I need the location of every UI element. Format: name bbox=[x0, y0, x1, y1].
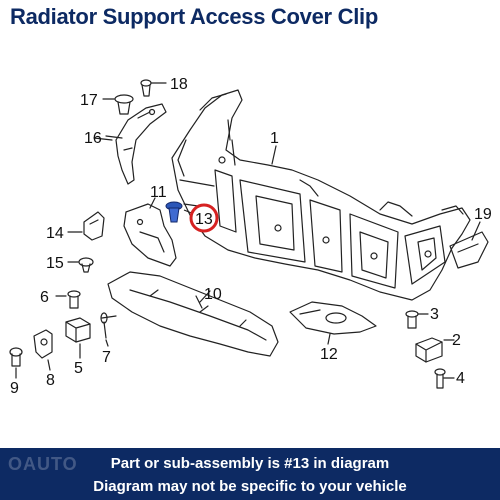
callout-6: 6 bbox=[40, 289, 49, 306]
bolt-6 bbox=[55, 290, 81, 309]
lower-deflector bbox=[289, 301, 377, 345]
callout-2: 2 bbox=[452, 332, 461, 349]
footer-line-2: Diagram may not be specific to your vehi… bbox=[93, 478, 407, 495]
block-nut-5 bbox=[65, 317, 91, 359]
callout-14: 14 bbox=[46, 225, 64, 242]
callout-3: 3 bbox=[430, 306, 439, 323]
callout-13: 13 bbox=[195, 211, 213, 228]
callout-19: 19 bbox=[474, 206, 492, 223]
nut-bracket-2 bbox=[415, 337, 455, 363]
push-pin-17 bbox=[102, 94, 134, 115]
footer-banner: OAUTO Part or sub-assembly is #13 in dia… bbox=[0, 448, 500, 500]
callout-15: 15 bbox=[46, 255, 64, 272]
callout-5: 5 bbox=[74, 360, 83, 377]
callout-4: 4 bbox=[456, 370, 465, 387]
bolt-9 bbox=[9, 347, 23, 379]
push-rivet-15 bbox=[67, 257, 94, 273]
callout-7: 7 bbox=[102, 349, 111, 366]
callout-17: 17 bbox=[80, 92, 98, 109]
footer-line-1: Part or sub-assembly is #13 in diagram bbox=[110, 455, 390, 472]
callout-8: 8 bbox=[46, 372, 55, 389]
bracket-plate-8 bbox=[33, 329, 53, 371]
callout-16: 16 bbox=[84, 130, 102, 147]
stud-4 bbox=[434, 368, 455, 389]
bolt-3 bbox=[405, 310, 429, 329]
callout-11: 11 bbox=[150, 184, 167, 201]
watermark-logo: OAUTO bbox=[8, 454, 78, 474]
access-cover bbox=[123, 197, 177, 267]
callout-1: 1 bbox=[270, 130, 279, 147]
callout-10: 10 bbox=[204, 286, 222, 303]
side-bracket bbox=[449, 221, 489, 269]
clip-18 bbox=[140, 79, 167, 97]
lower-shield bbox=[107, 271, 279, 357]
curved-bracket bbox=[105, 103, 167, 185]
page-title: Radiator Support Access Cover Clip bbox=[10, 4, 378, 29]
radiator-support-frame bbox=[171, 89, 471, 301]
callout-18: 18 bbox=[170, 76, 188, 93]
callout-9: 9 bbox=[10, 380, 19, 397]
highlight-circle bbox=[189, 203, 219, 233]
callout-12: 12 bbox=[320, 346, 338, 363]
small-bracket-14 bbox=[67, 211, 105, 241]
stud-bolt-7 bbox=[100, 312, 117, 347]
